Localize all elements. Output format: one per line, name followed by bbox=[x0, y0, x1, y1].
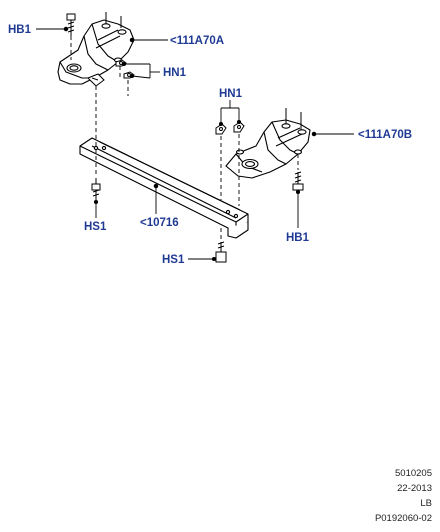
ref-line-2: 22-2013 bbox=[397, 483, 432, 494]
callout-hs1-bottom: HS1 bbox=[162, 254, 185, 266]
callout-hn1-b: HN1 bbox=[219, 88, 243, 100]
callout-hs1-left: HS1 bbox=[84, 221, 107, 233]
leader-lines bbox=[36, 26, 354, 262]
callout-bracket-b: <111A70B bbox=[358, 129, 412, 141]
bolt-hs1-left bbox=[91, 178, 101, 200]
callout-bracket-a: <111A70A bbox=[170, 35, 224, 47]
assembly-lines bbox=[70, 36, 299, 240]
ref-line-1: 5010205 bbox=[395, 468, 432, 479]
callout-hb1-right: HB1 bbox=[286, 232, 310, 244]
ref-line-3: LB bbox=[420, 498, 432, 509]
studs-bracket-left bbox=[105, 12, 122, 28]
bracket-right bbox=[225, 119, 311, 179]
ref-line-4: P0192060-02 bbox=[374, 513, 432, 524]
callout-crossmember: <10716 bbox=[140, 217, 179, 229]
bracket-left-flange bbox=[87, 73, 105, 87]
callout-hn1-a: HN1 bbox=[163, 67, 187, 79]
bolt-hb1-right bbox=[292, 171, 304, 191]
callout-hb1-top: HB1 bbox=[8, 24, 32, 36]
bolt-hs1-bottom bbox=[215, 241, 227, 263]
studs-bracket-right bbox=[285, 108, 302, 130]
bolt-hb1-top bbox=[66, 13, 76, 36]
crossmember bbox=[79, 137, 249, 239]
bracket-left bbox=[57, 19, 135, 85]
